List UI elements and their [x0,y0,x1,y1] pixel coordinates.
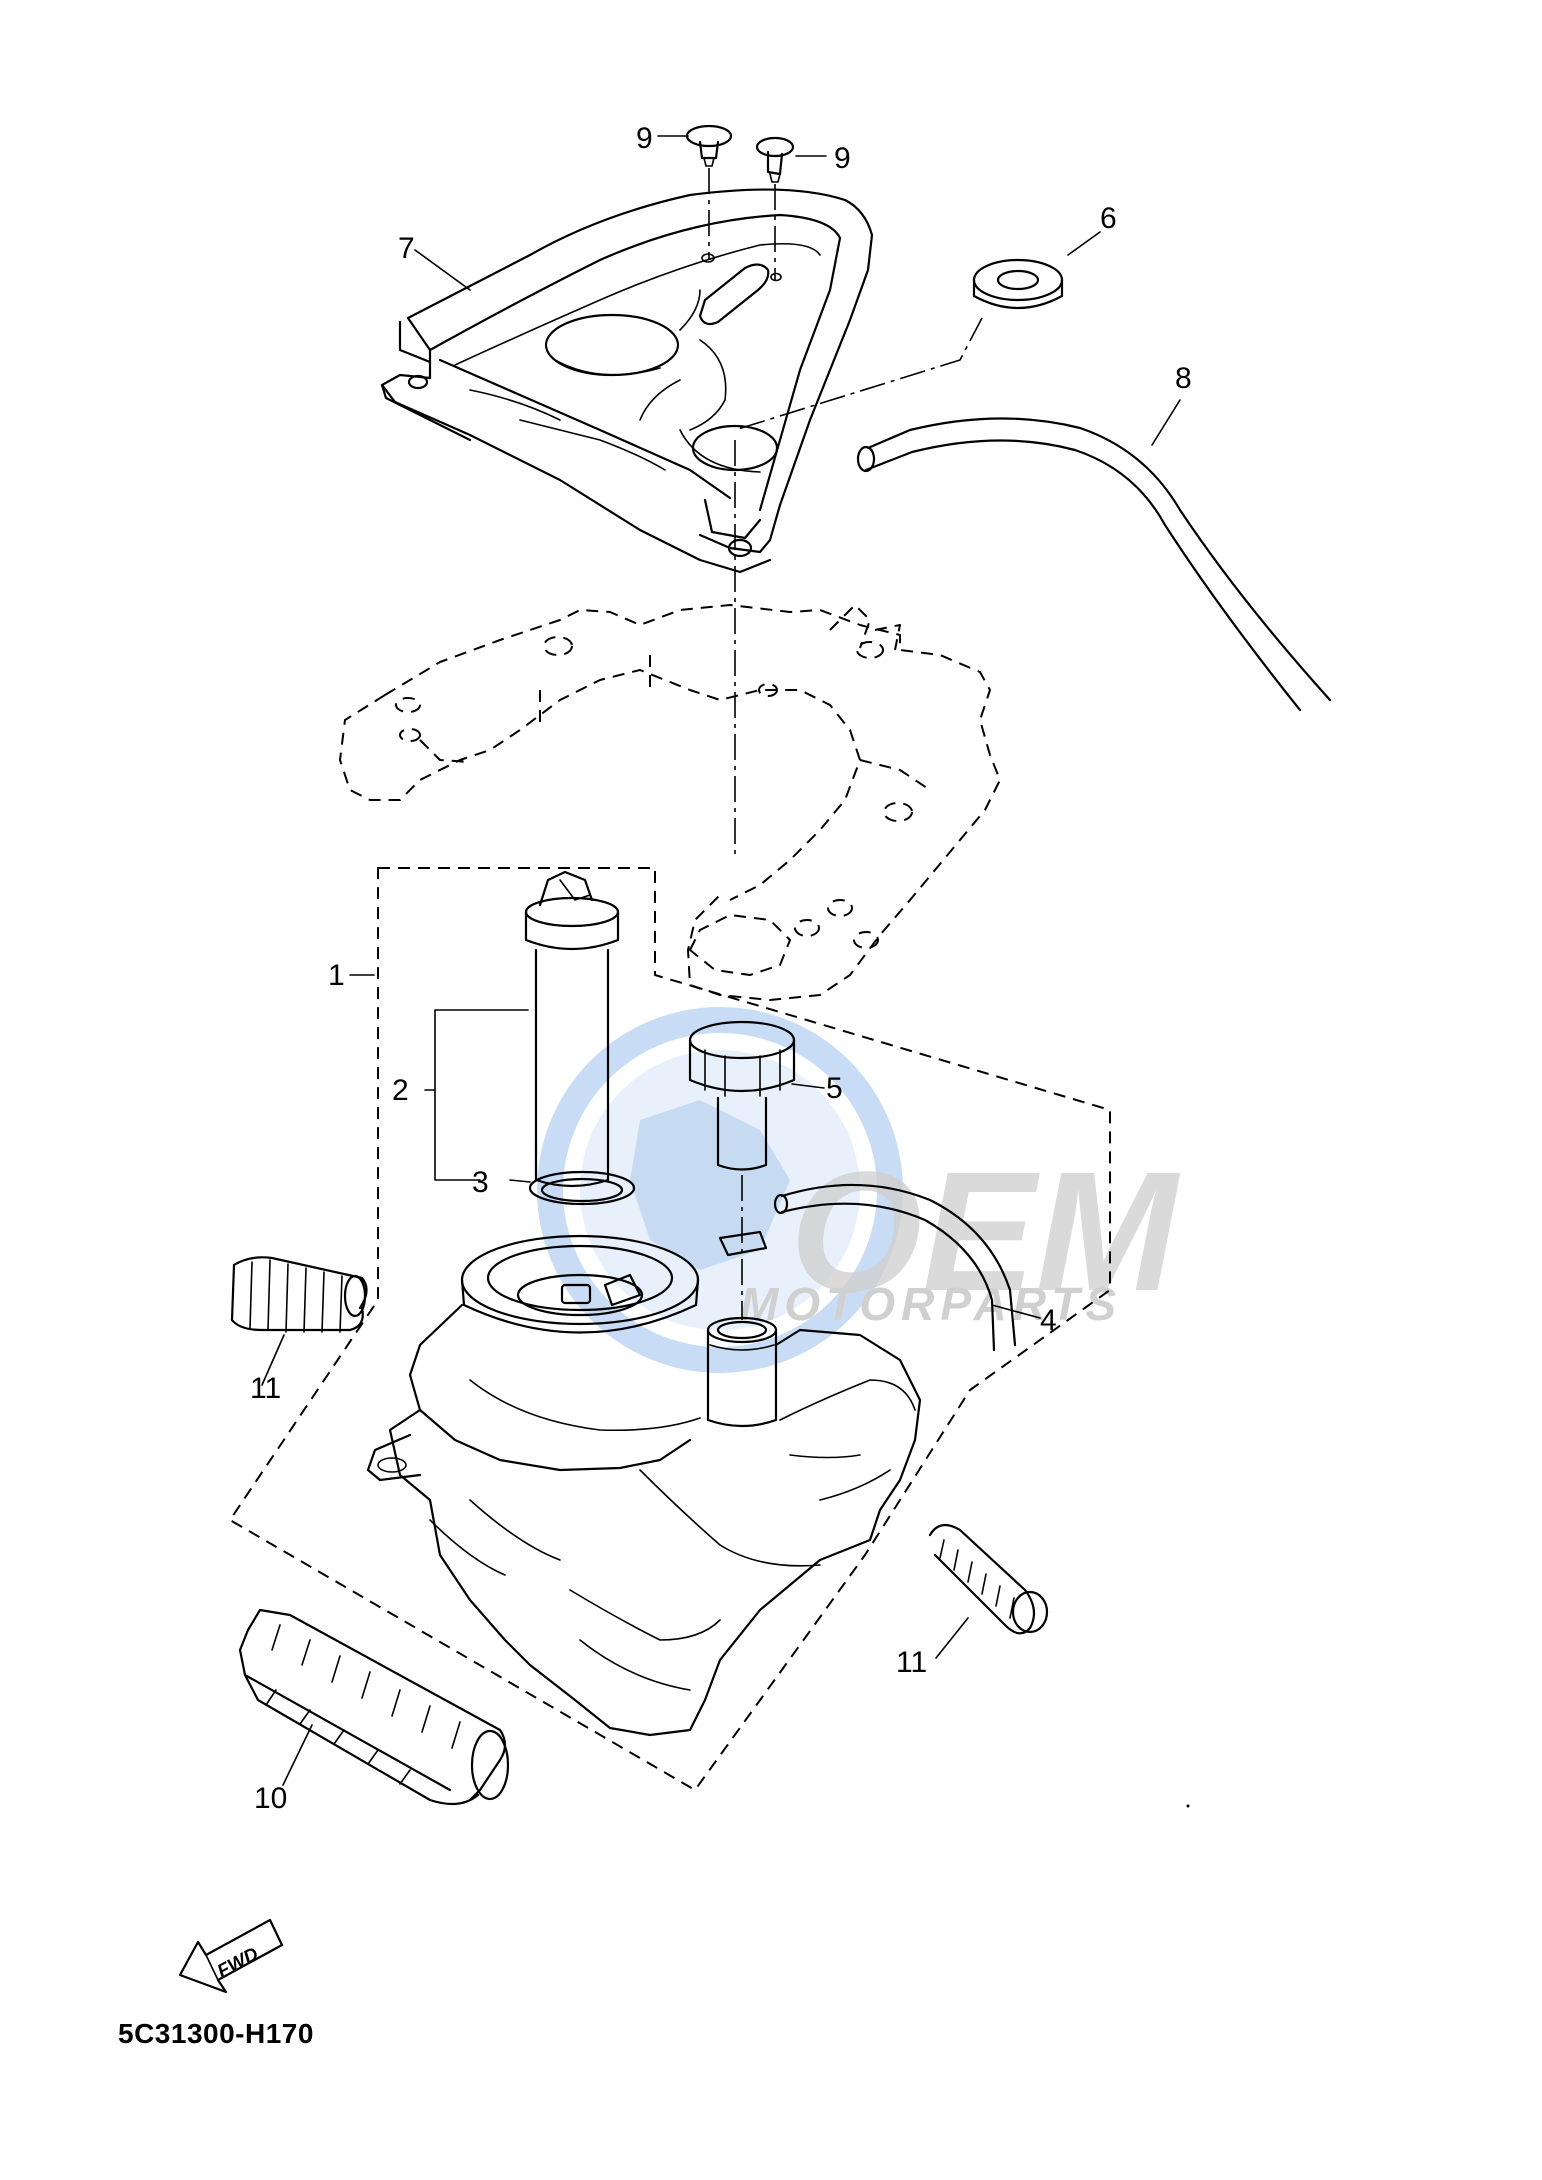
speck [1186,1804,1190,1808]
leader-8 [1151,399,1181,446]
part-9-clip-left [685,124,733,167]
callout-4: 4 [1040,1304,1057,1337]
leader-5 [791,1083,825,1089]
part-3-o-ring [528,1170,636,1206]
leader-2 [424,1009,529,1181]
callout-11-right: 11 [896,1646,927,1679]
fuel-tank-body [366,1230,922,1737]
leader-4 [991,1304,1041,1319]
grommet-guide-line [734,317,983,431]
watermark-logo: OEM MOTORPARTS [537,1007,1181,1373]
part-7-cover-tray [380,188,874,574]
leader-11-right [935,1617,969,1659]
part-11-damper-left [230,1256,368,1333]
watermark-sub: MOTORPARTS [740,1278,1122,1330]
callout-7: 7 [398,232,415,265]
leader-7 [414,249,471,291]
callout-1: 1 [328,959,345,992]
leader-6 [1067,231,1101,256]
callout-6: 6 [1100,202,1117,235]
callout-5: 5 [826,1072,843,1105]
part-5-fuel-cap [688,1020,796,1320]
callout-11-left: 11 [250,1372,281,1405]
fwd-arrow-icon: FWD [178,1918,284,1994]
callout-2: 2 [392,1074,409,1107]
leader-10 [282,1724,313,1786]
callout-3: 3 [472,1166,489,1199]
watermark-brand: OEM [790,1137,1181,1327]
callout-9-left: 9 [636,122,653,155]
part-6-grommet [972,258,1064,310]
leader-11-left [261,1334,285,1386]
leader-3 [509,1179,531,1183]
callout-9-right: 9 [834,142,851,175]
diagram-code: 5C31300-H170 [118,2018,314,2049]
part-9-clip-right [755,136,795,183]
callout-10: 10 [254,1782,287,1815]
part-11-damper-right [928,1523,1049,1635]
part-4-vent-hose [773,1183,1017,1352]
part-10-protector [238,1608,510,1806]
part-8-hose [856,417,1332,712]
fwd-label: FWD [214,1944,262,1983]
frame-reference-dashed [339,604,1001,1001]
assembly-1-boundary [229,867,1111,1791]
callout-8: 8 [1175,362,1192,395]
